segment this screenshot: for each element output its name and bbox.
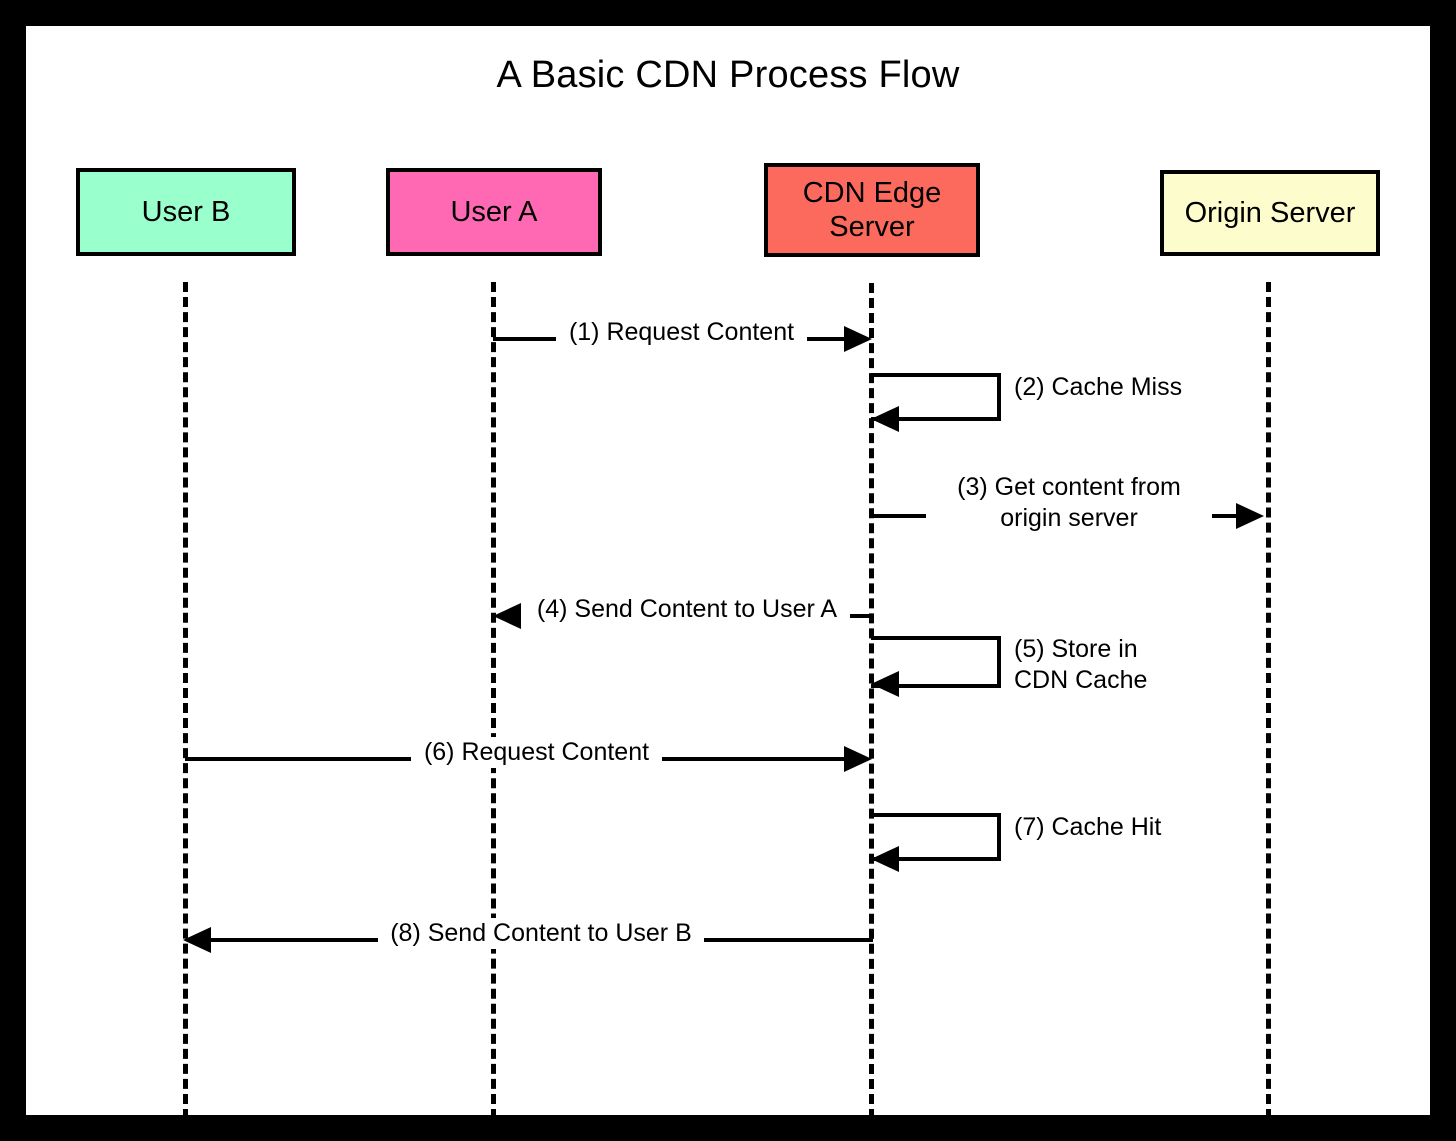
message-5-arrowhead xyxy=(871,671,899,697)
message-4-line-right xyxy=(841,614,873,618)
participant-label-user-b: User B xyxy=(141,195,231,228)
message-7-arrowhead xyxy=(871,846,899,872)
message-6-arrowhead xyxy=(844,746,872,772)
message-1-line-right xyxy=(789,337,854,341)
participant-label-origin-server: Origin Server xyxy=(1184,196,1356,229)
message-5-label: (5) Store in CDN Cache xyxy=(1014,635,1148,694)
message-7-selfloop xyxy=(871,813,1001,861)
message-2-arrowhead xyxy=(871,406,899,432)
message-4-label: (4) Send Content to User A xyxy=(524,594,850,625)
participant-user-a[interactable]: User A xyxy=(386,168,602,256)
lifeline-user-a xyxy=(491,282,496,1119)
participant-origin-server[interactable]: Origin Server xyxy=(1160,170,1380,256)
message-6-line-left xyxy=(185,757,423,761)
message-4-arrowhead xyxy=(493,603,521,629)
message-6-line-right xyxy=(651,757,854,761)
participant-user-b[interactable]: User B xyxy=(76,168,296,256)
message-6-label: (6) Request Content xyxy=(411,737,662,768)
diagram-title: A Basic CDN Process Flow xyxy=(496,54,960,96)
message-5-selfloop xyxy=(871,636,1001,688)
message-8-label: (8) Send Content to User B xyxy=(378,918,704,949)
message-2-label: (2) Cache Miss xyxy=(1014,373,1183,401)
lifeline-cdn-edge xyxy=(869,283,874,1119)
message-3-arrowhead xyxy=(1236,503,1264,529)
message-3-line-right xyxy=(1186,514,1246,518)
message-3-label: (3) Get content from origin server xyxy=(926,472,1212,533)
message-8-arrowhead xyxy=(183,927,211,953)
lifeline-origin xyxy=(1266,282,1271,1119)
participant-label-user-a: User A xyxy=(450,195,538,228)
message-8-line-left xyxy=(211,938,384,942)
diagram-canvas: A Basic CDN Process Flow User B User A C… xyxy=(26,26,1430,1119)
message-1-label: (1) Request Content xyxy=(556,317,807,348)
participant-cdn-edge-server[interactable]: CDN Edge Server xyxy=(764,163,980,257)
message-1-arrowhead xyxy=(844,326,872,352)
message-1-line-left xyxy=(493,337,568,341)
lifeline-user-b xyxy=(183,282,188,1119)
message-2-selfloop xyxy=(871,373,1001,421)
message-8-line-right xyxy=(698,938,873,942)
message-3-line-left xyxy=(871,514,946,518)
participant-label-cdn-edge-server: CDN Edge Server xyxy=(802,176,942,243)
message-7-label: (7) Cache Hit xyxy=(1014,813,1162,841)
